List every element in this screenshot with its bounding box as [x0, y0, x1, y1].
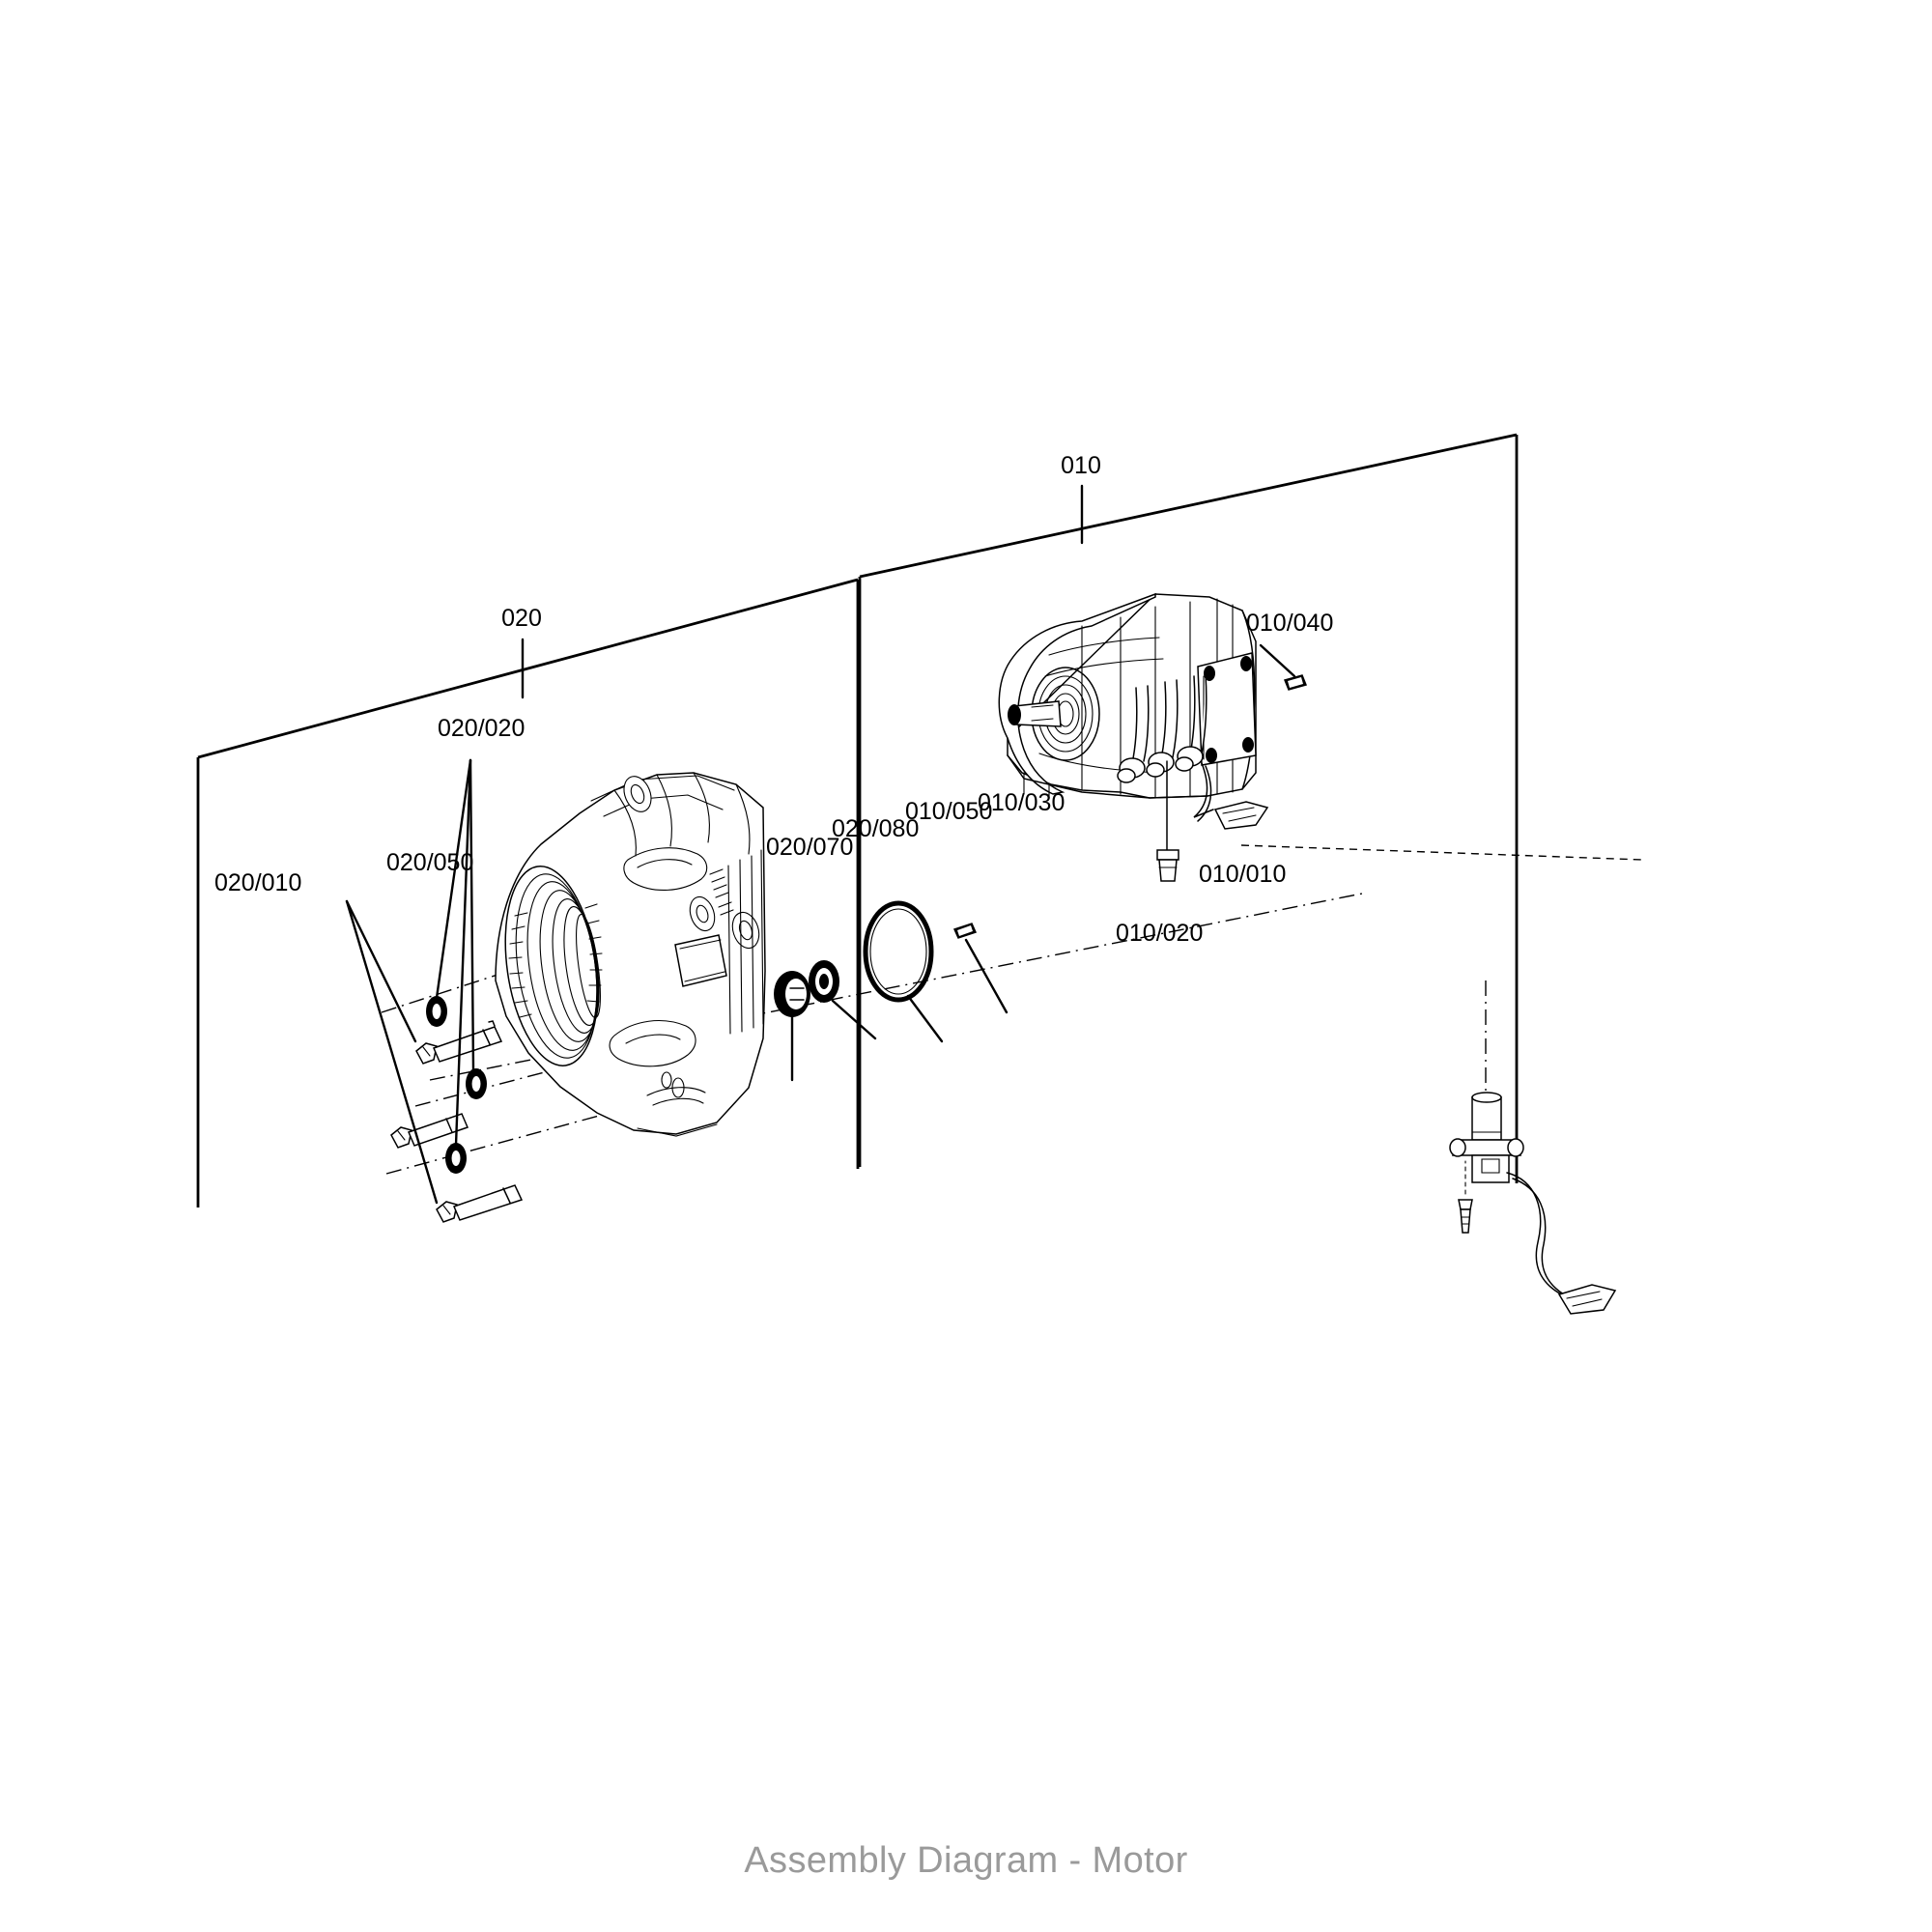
part-label-020-010: 020/010: [214, 869, 301, 896]
part-010-020-retaining-bolt: 010/020: [1116, 920, 1473, 1234]
part-010-030-key: 010/030: [952, 789, 1065, 1014]
motor-cable-installed: [1156, 760, 1269, 882]
part-label-010-020: 010/020: [1116, 920, 1203, 947]
transmission-housing: [495, 772, 766, 1137]
leader-020-010: 020/010: [214, 869, 439, 1205]
part-label-010-050: 010/050: [905, 798, 992, 825]
part-label-020-050: 020/050: [386, 849, 473, 876]
part-020-070-seal-bushing: 020/070: [766, 834, 853, 1082]
page-caption: Assembly Diagram - Motor: [744, 1840, 1188, 1881]
washer-2: [466, 1068, 487, 1099]
part-020-020-washers: 020/020: [426, 715, 525, 1174]
electric-motor-assembly: [998, 592, 1257, 799]
part-label-020-020: 020/020: [438, 715, 525, 742]
part-label-020-080: 020/080: [832, 815, 919, 842]
hex-bolt-1: [415, 1020, 503, 1065]
group-label-020: 020: [501, 605, 542, 699]
leader-020-050: 020/050: [386, 849, 473, 876]
group-label-010-text: 010: [1061, 452, 1101, 479]
part-label-010-010: 010/010: [1199, 861, 1286, 888]
part-label-010-030: 010/030: [978, 789, 1065, 816]
part-010-040-dowel-pin: 010/040: [1246, 610, 1333, 691]
hex-bolt-2: [436, 1184, 524, 1223]
part-020-080-shaft-seal: 020/080: [809, 815, 919, 1040]
phase-terminals: [1117, 673, 1208, 783]
part-label-020-070: 020/070: [766, 834, 853, 861]
group-label-020-text: 020: [501, 605, 542, 632]
part-010-050-o-ring: 010/050: [863, 798, 992, 1043]
part-label-010-040: 010/040: [1246, 610, 1333, 637]
washer-1: [426, 996, 447, 1027]
group-frame-020: [196, 578, 860, 1208]
part-020-010-bolts: [390, 1020, 524, 1223]
washer-3: [445, 1143, 467, 1174]
stud-bolt-020-050: [390, 1113, 469, 1149]
group-label-010: 010: [1061, 452, 1101, 545]
group-frame-010: [858, 433, 1519, 1183]
part-010-010-speed-sensor: 010/010: [1199, 861, 1617, 1315]
